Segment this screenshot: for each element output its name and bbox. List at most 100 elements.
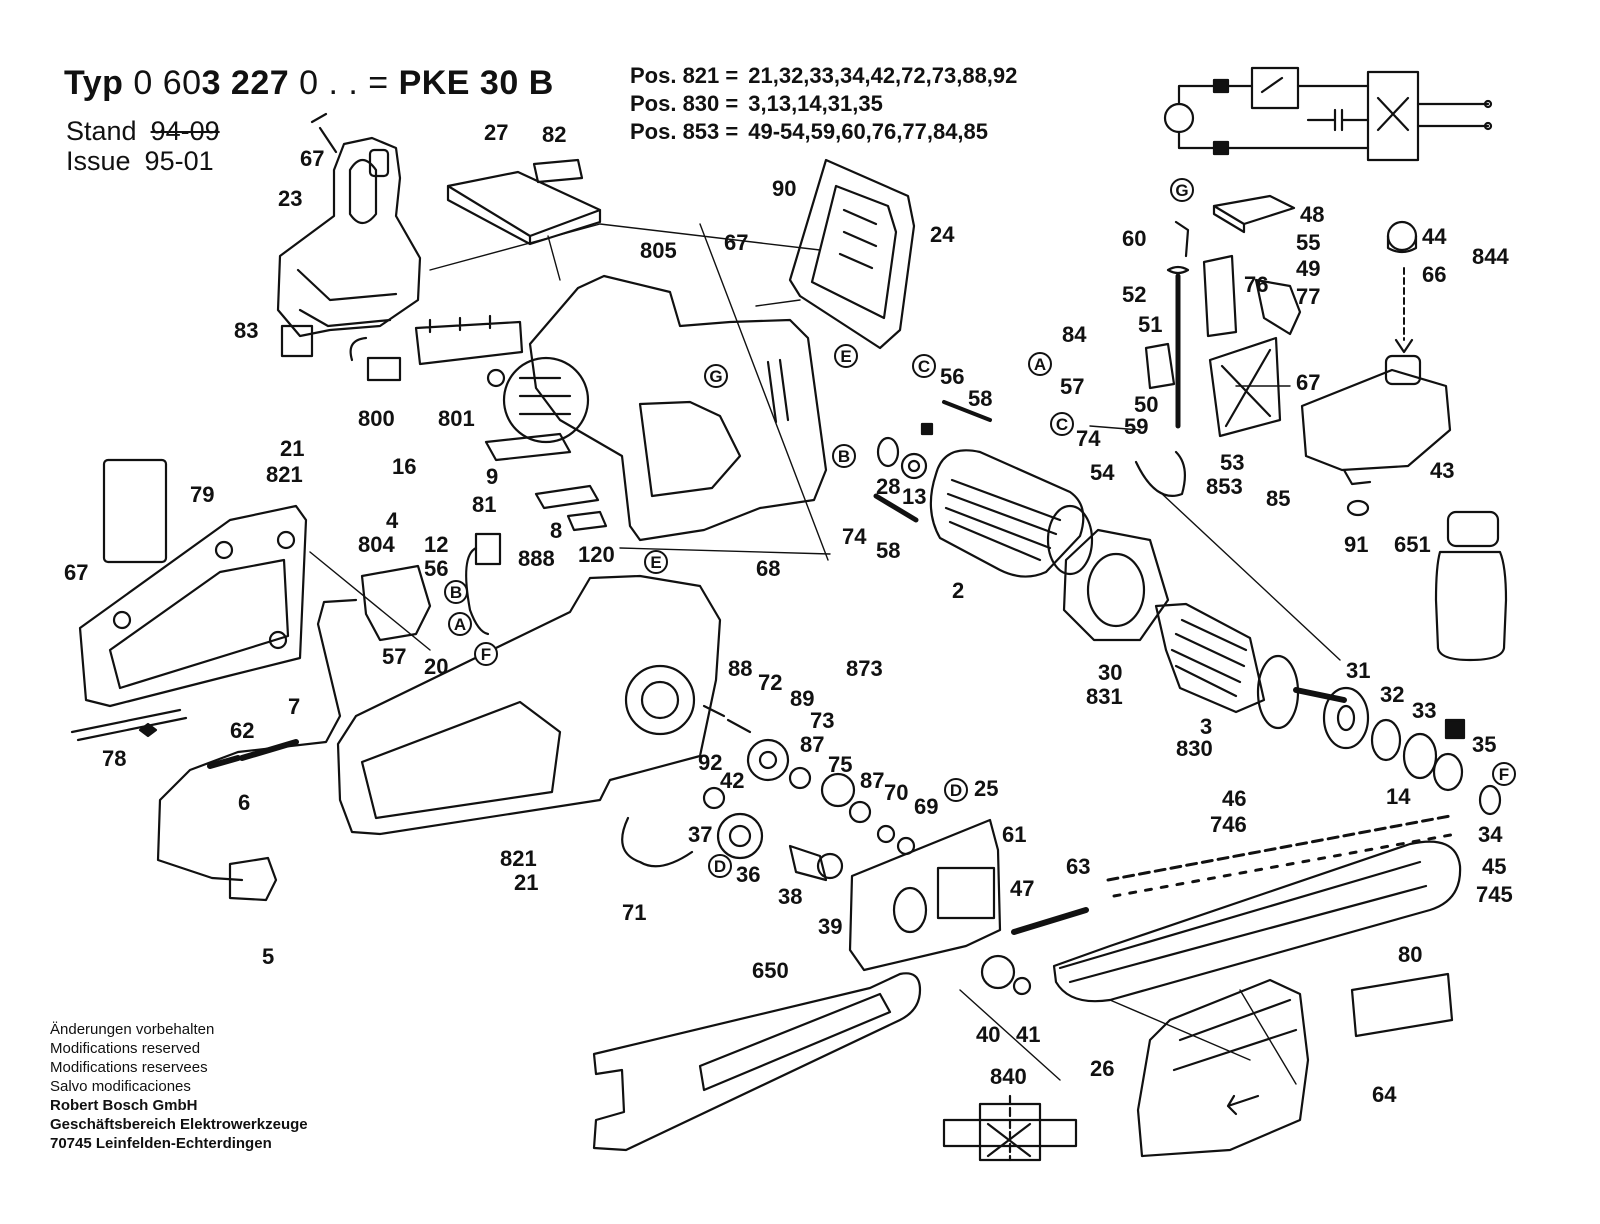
company-division: Geschäftsbereich Elektrowerkzeuge	[50, 1116, 308, 1133]
ref-marker: A	[1028, 352, 1052, 376]
ref-marker-letter: A	[1034, 355, 1046, 374]
part-label: 35	[1472, 732, 1496, 757]
part-label: 78	[102, 746, 126, 771]
oil-bottle-part-651	[1434, 510, 1508, 662]
ref-marker-letter: E	[650, 553, 661, 572]
part-label: 67	[300, 146, 324, 171]
part-label: 40	[976, 1022, 1000, 1047]
part-label: 821	[266, 462, 303, 487]
part-label: 58	[968, 386, 992, 411]
ref-marker: B	[444, 580, 468, 604]
footer-line: Modifications reservees	[50, 1059, 208, 1076]
part-label: 80	[1398, 942, 1422, 967]
part-label: 87	[800, 732, 824, 757]
front-guard-part-24	[788, 158, 916, 350]
rear-handle-part-23	[276, 112, 422, 338]
part-label: 20	[424, 654, 448, 679]
part-label: 14	[1386, 784, 1411, 809]
part-label: 57	[382, 644, 406, 669]
part-label: 91	[1344, 532, 1368, 557]
typ-number-c: 0 . . =	[299, 64, 389, 102]
part-label: 8	[550, 518, 562, 543]
ref-marker-letter: C	[1056, 415, 1068, 434]
part-label: 67	[1296, 370, 1320, 395]
part-label: 41	[1016, 1022, 1040, 1047]
part-label: 831	[1086, 684, 1123, 709]
assembly-guide-lines	[309, 223, 1341, 1085]
part-label: 801	[438, 406, 475, 431]
company-name: Robert Bosch GmbH	[50, 1097, 198, 1114]
part-label: 27	[484, 120, 508, 145]
part-label: 32	[1380, 682, 1404, 707]
part-label: 48	[1300, 202, 1324, 227]
part-label: 59	[1124, 414, 1148, 439]
issue-label: Issue	[66, 146, 131, 176]
part-label: 79	[190, 482, 214, 507]
header-title: Typ 0 603 227 0 . . = PKE 30 B	[64, 64, 554, 103]
ref-marker: A	[448, 612, 472, 636]
part-label: 76	[1244, 272, 1268, 297]
part-label: 24	[930, 222, 955, 247]
ref-marker-letter: B	[450, 583, 462, 602]
part-label: 844	[1472, 244, 1509, 269]
switch-part-804	[156, 532, 502, 902]
part-label: 87	[860, 768, 884, 793]
bar-cover-part-650	[592, 972, 922, 1152]
part-label: 55	[1296, 230, 1320, 255]
ref-marker: D	[944, 778, 968, 802]
part-label: 31	[1346, 658, 1370, 683]
part-label: 70	[884, 780, 908, 805]
part-label: 23	[278, 186, 302, 211]
part-label: 82	[542, 122, 566, 147]
brush-holders-parts-800-801	[280, 314, 524, 388]
ref-marker-letter: A	[454, 615, 466, 634]
part-label: 54	[1090, 460, 1115, 485]
part-label: 57	[1060, 374, 1084, 399]
sprocket-section-part-840	[942, 1094, 1078, 1162]
washer-part-91	[1346, 499, 1370, 517]
part-label: 30	[1098, 660, 1122, 685]
ref-marker: G	[704, 364, 728, 388]
housing-half-part-821	[70, 504, 308, 742]
housing-half-right-part-821	[336, 574, 722, 836]
position-label: Pos. 821 =	[630, 63, 739, 88]
ref-marker: F	[1492, 762, 1516, 786]
part-label: 9	[486, 464, 498, 489]
stand-value: 94-09	[150, 116, 220, 146]
ref-marker: D	[708, 854, 732, 878]
part-label: 28	[876, 474, 900, 499]
footer-line: Änderungen vorbehalten	[50, 1021, 215, 1038]
part-label: 75	[828, 752, 852, 777]
part-label: 21	[280, 436, 304, 461]
part-label: 853	[1206, 474, 1243, 499]
part-label: 88	[728, 656, 752, 681]
position-parts: 3,13,14,31,35	[748, 91, 883, 116]
part-label: 7	[288, 694, 300, 719]
footer-line: Salvo modificaciones	[50, 1078, 191, 1095]
part-label: 61	[1002, 822, 1026, 847]
part-label: 66	[1422, 262, 1446, 287]
part-label: 51	[1138, 312, 1162, 337]
position-list: Pos. 821 =21,32,33,34,42,72,73,88,92 Pos…	[630, 62, 1017, 146]
position-row: Pos. 821 =21,32,33,34,42,72,73,88,92	[630, 62, 1017, 90]
part-label: 2	[952, 578, 964, 603]
part-label: 37	[688, 822, 712, 847]
part-label: 83	[234, 318, 258, 343]
gear-train-parts	[621, 704, 916, 882]
part-label: 650	[752, 958, 789, 983]
part-label: 68	[756, 556, 780, 581]
part-label: 13	[902, 484, 926, 509]
ref-marker: E	[834, 344, 858, 368]
fan-cover-part-30	[1062, 528, 1170, 642]
part-label: 43	[1430, 458, 1454, 483]
part-label: 42	[720, 768, 744, 793]
position-label: Pos. 853 =	[630, 119, 739, 144]
part-label: 38	[778, 884, 802, 909]
part-label: 44	[1422, 224, 1447, 249]
part-label: 26	[1090, 1056, 1114, 1081]
part-label: 120	[578, 542, 615, 567]
part-label: 830	[1176, 736, 1213, 761]
part-label: 64	[1372, 1082, 1397, 1107]
footer-notes: Änderungen vorbehalten Modifications res…	[50, 1020, 308, 1153]
